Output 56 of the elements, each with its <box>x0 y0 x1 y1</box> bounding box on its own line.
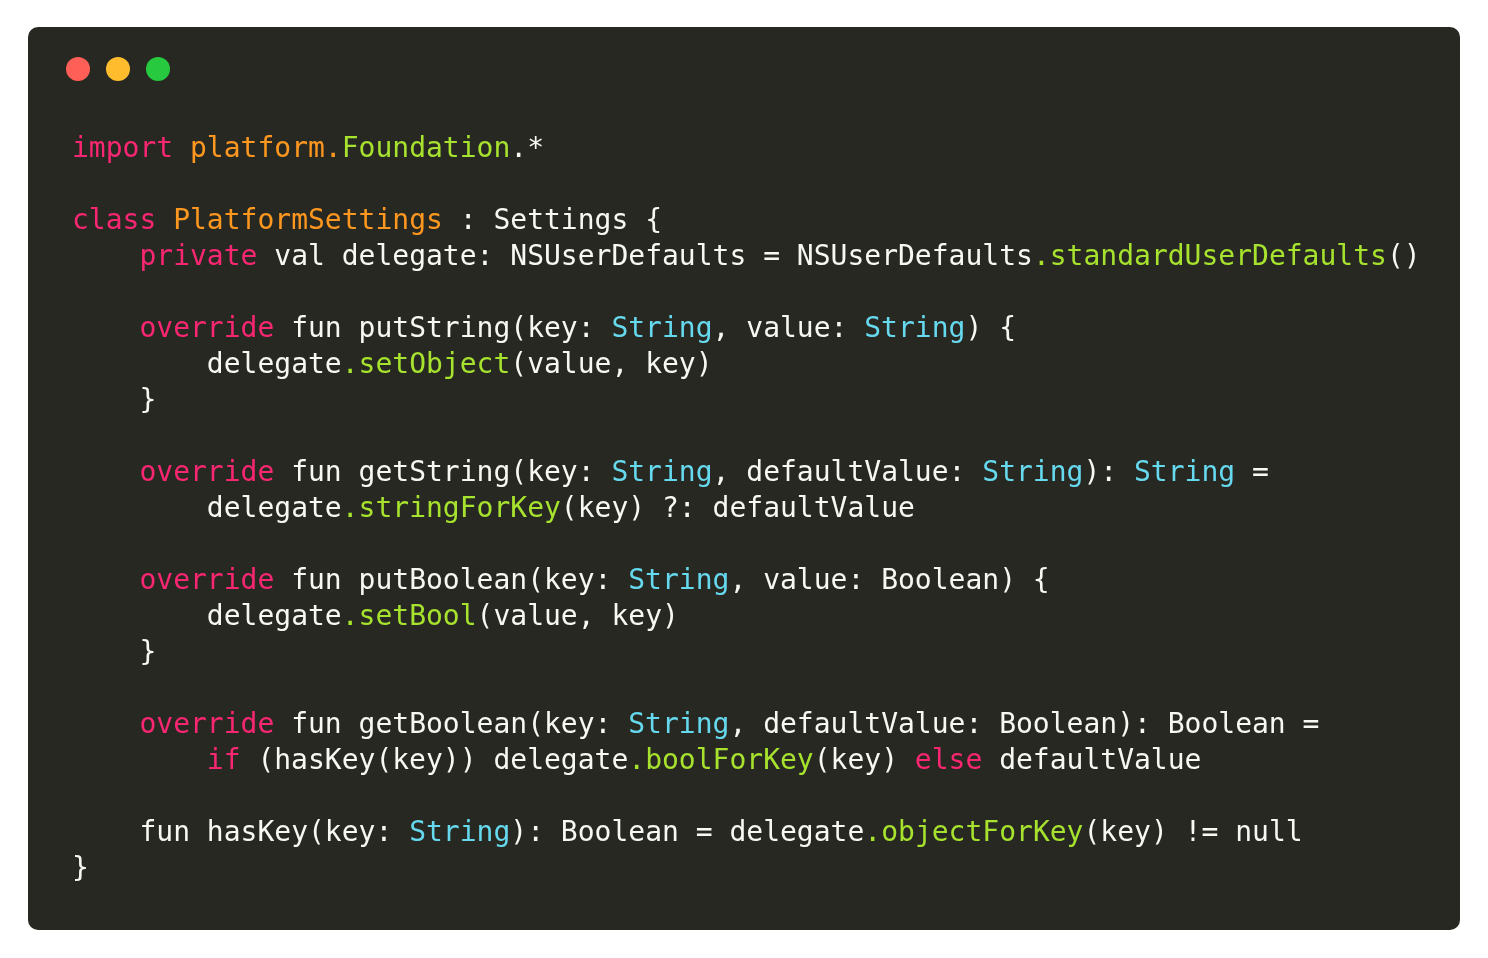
code-text: , defaultValue: Boolean): Boolean = <box>729 707 1320 740</box>
code-text: , value: Boolean) { <box>729 563 1050 596</box>
class-name: platform. <box>190 131 342 164</box>
method-name: .objectForKey <box>864 815 1084 848</box>
code-text: (key) <box>813 743 898 776</box>
code-text: , defaultValue: <box>712 455 966 488</box>
code-text: , value: <box>712 311 848 344</box>
code-text: (value, key) <box>510 347 713 380</box>
code-text: (key) != null <box>1083 815 1303 848</box>
method-name: .setBool <box>341 599 477 632</box>
code-text: fun hasKey(key: <box>139 815 393 848</box>
code-text: delegate <box>206 347 342 380</box>
code-text: ): Boolean = delegate <box>510 815 865 848</box>
code-text: : Settings { <box>459 203 662 236</box>
method-name: Foundation <box>341 131 511 164</box>
type-name: String <box>628 707 730 740</box>
type-name: String <box>864 311 966 344</box>
code-keyword: import <box>72 131 174 164</box>
code-keyword: override <box>139 311 275 344</box>
type-name: String <box>611 311 713 344</box>
code-keyword: override <box>139 563 275 596</box>
code-text: ): <box>1083 455 1118 488</box>
type-name: String <box>409 815 511 848</box>
code-text: val delegate: NSUserDefaults = NSUserDefaults <box>274 239 1033 272</box>
type-name: String <box>1134 455 1236 488</box>
method-name: .stringForKey <box>341 491 561 524</box>
type-name: String <box>611 455 713 488</box>
code-text: fun putBoolean(key: <box>291 563 612 596</box>
code-text: (value, key) <box>476 599 679 632</box>
code-text: fun putString(key: <box>291 311 595 344</box>
code-text: delegate <box>206 599 342 632</box>
code-text: delegate <box>206 491 342 524</box>
code-text: .* <box>510 131 544 164</box>
method-name: .setObject <box>341 347 511 380</box>
code-text: } <box>139 383 157 416</box>
code-text: (key) ?: defaultValue <box>560 491 915 524</box>
code-text: } <box>72 851 89 884</box>
code-text: (hasKey(key)) delegate <box>257 743 629 776</box>
code-keyword: override <box>139 707 275 740</box>
type-name: String <box>628 563 730 596</box>
code-text: fun getBoolean(key: <box>291 707 612 740</box>
code-text: = <box>1252 455 1269 488</box>
code-text: } <box>139 635 157 668</box>
code-text: defaultValue <box>999 743 1202 776</box>
code-text: () <box>1386 239 1421 272</box>
code-keyword: override <box>139 455 275 488</box>
method-name: .standardUserDefaults <box>1032 239 1387 272</box>
code-keyword: else <box>914 743 983 776</box>
code-text: ) { <box>965 311 1016 344</box>
type-name: String <box>982 455 1084 488</box>
class-name: PlatformSettings <box>173 203 443 236</box>
code-keyword: private <box>139 239 258 272</box>
code-keyword: class <box>72 203 157 236</box>
code-keyword: if <box>206 743 241 776</box>
code-text: fun getString(key: <box>291 455 595 488</box>
method-name: .boolForKey <box>628 743 814 776</box>
